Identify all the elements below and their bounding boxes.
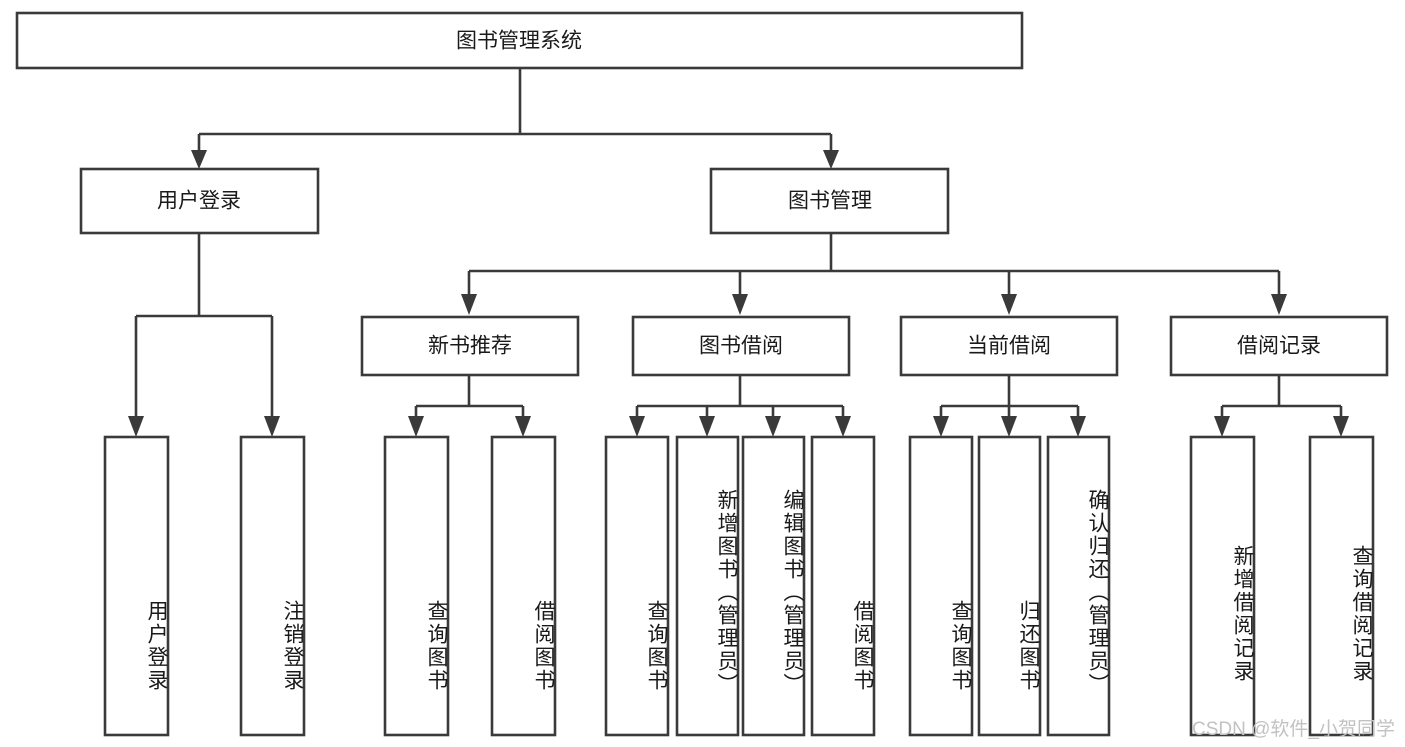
connector-bookborrow-to-leaves [629,375,851,437]
leaf-box-add-borrow-record[interactable] [1189,435,1256,737]
connector-userlogin-to-leaves [128,233,280,437]
node-root-box[interactable] [15,11,1024,70]
node-book-management-label: 图书管理 [788,190,872,213]
leaf-box-query-book-borrow[interactable] [604,435,670,737]
node-borrow-record-box[interactable] [1169,315,1389,377]
connector-newbook-to-leaves [408,375,531,437]
leaf-box-edit-book-admin[interactable] [741,435,806,737]
leaf-box-logout[interactable] [239,435,306,737]
connector-borrowrecord-to-leaves [1214,375,1349,437]
leaf-box-query-borrow-record[interactable] [1308,435,1375,737]
leaf-box-return-book[interactable] [977,435,1042,737]
node-current-borrow-box[interactable] [899,315,1119,377]
leaf-box-confirm-return-admin[interactable] [1046,435,1111,737]
node-book-borrow-box[interactable] [631,315,851,377]
leaf-box-borrow-book-recommend[interactable] [490,435,557,737]
node-current-borrow-label: 当前借阅 [967,335,1051,358]
node-user-login-box[interactable] [79,167,320,235]
node-new-book-recommend-box[interactable] [360,315,580,377]
leaf-box-query-book-current[interactable] [908,435,974,737]
watermark-text: CSDN @软件_小贺同学 [1192,719,1395,740]
leaf-box-user-login[interactable] [103,435,170,737]
leaf-box-query-book-recommend[interactable] [383,435,450,737]
node-new-book-recommend-label: 新书推荐 [428,335,512,358]
node-borrow-record-label: 借阅记录 [1237,335,1321,358]
connector-currentborrow-to-leaves [933,375,1086,437]
node-book-borrow-label: 图书借阅 [699,335,783,358]
connector-root-to-level2 [191,68,839,169]
node-root-label: 图书管理系统 [456,30,582,53]
connector-bookmgmt-to-level3 [461,233,1287,315]
leaf-box-add-book-admin[interactable] [675,435,740,737]
leaf-box-borrow-book[interactable] [810,435,876,737]
node-user-login-label: 用户登录 [157,190,241,213]
node-book-management-box[interactable] [709,167,950,235]
